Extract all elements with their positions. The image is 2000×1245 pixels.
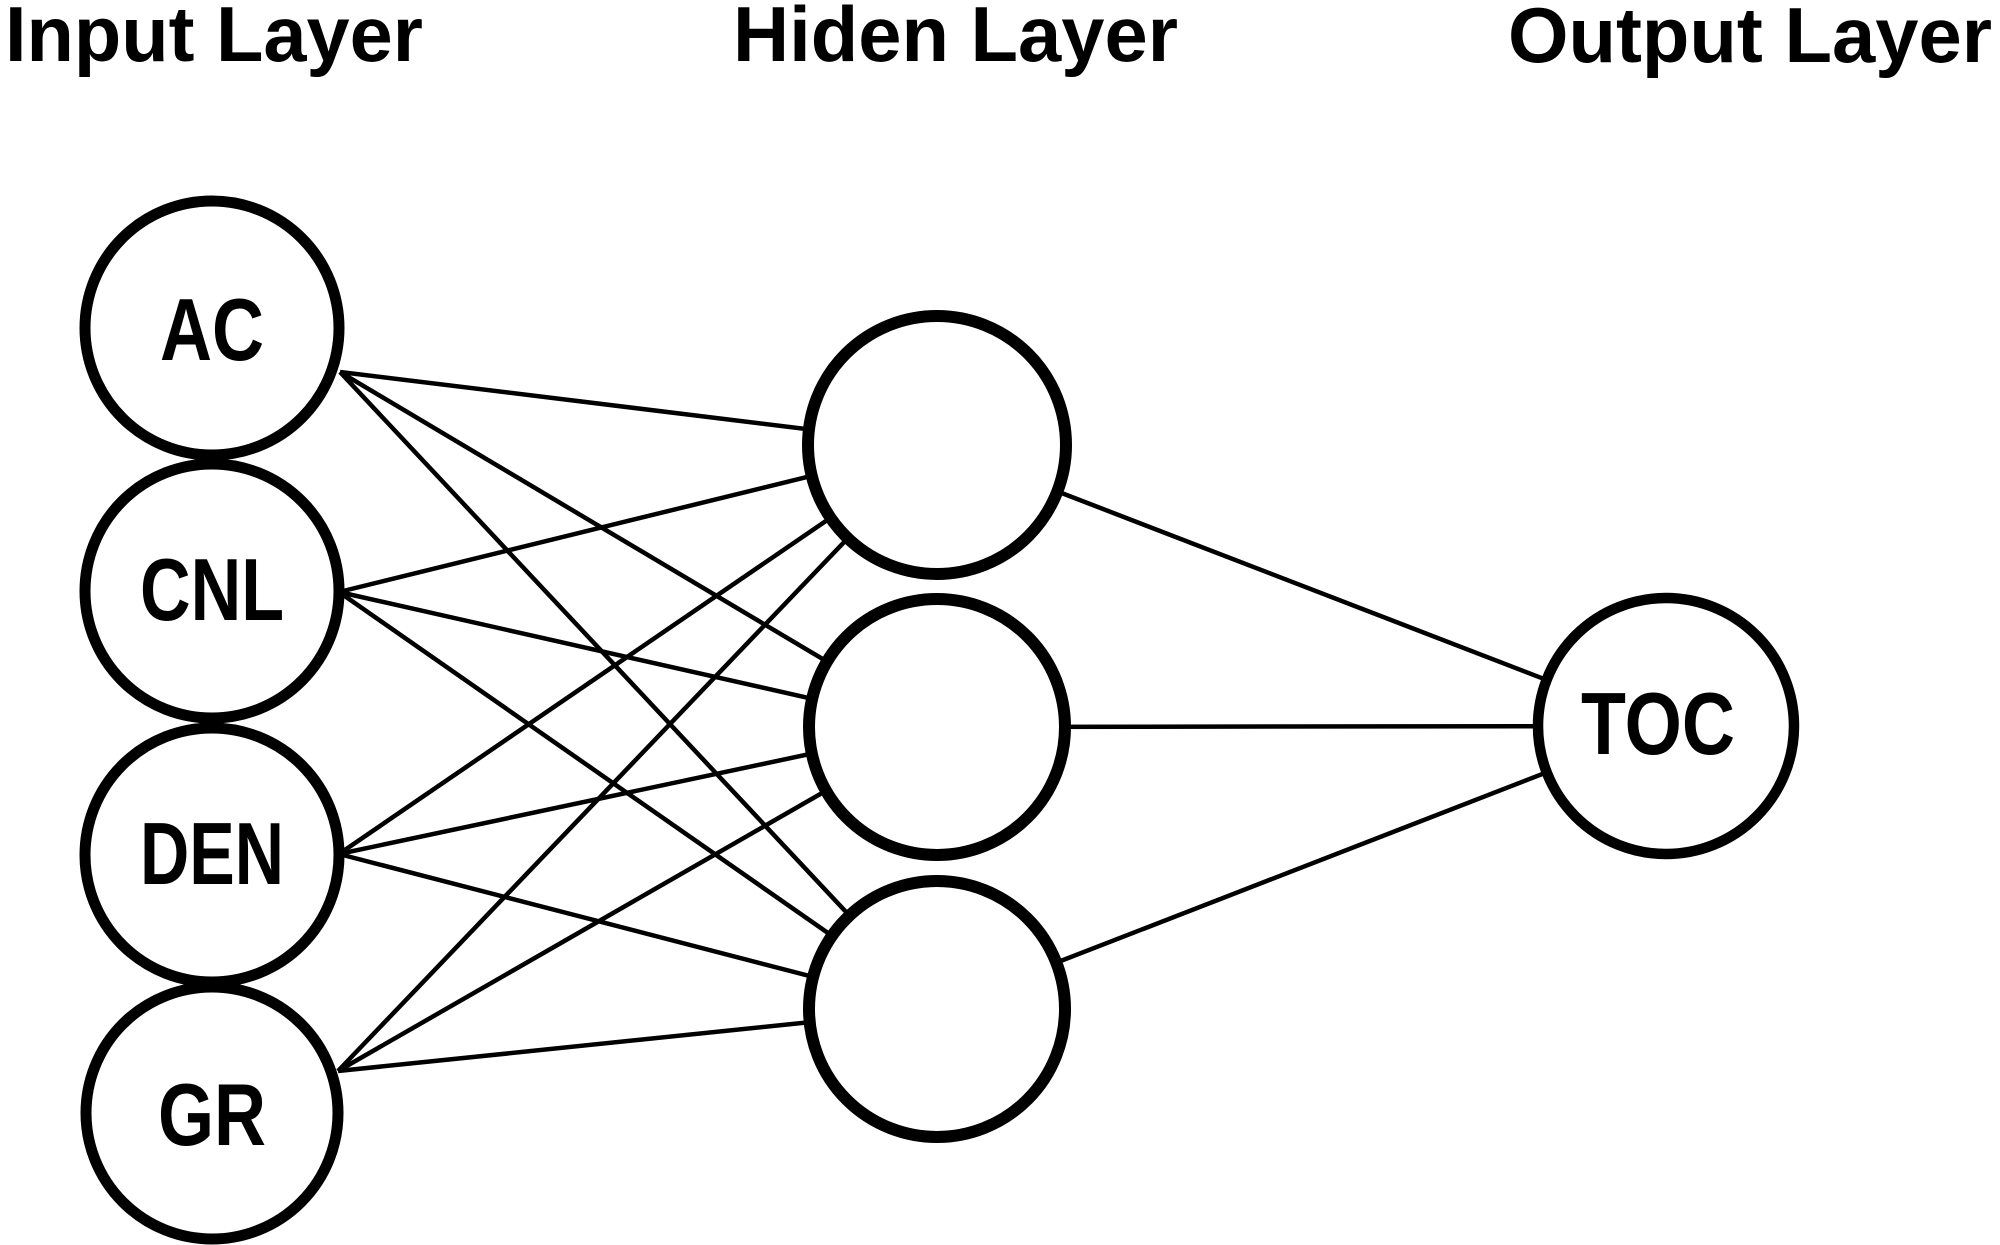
input-node-den-label: DEN	[140, 804, 284, 903]
hidden-node-1	[802, 310, 1072, 580]
edge-gr-h1	[336, 443, 939, 1073]
input-node-ac-label: AC	[160, 280, 264, 379]
input-node-gr	[80, 981, 344, 1245]
edge-ac-h3	[338, 370, 939, 1011]
input-node-cnl-label: CNL	[140, 540, 284, 639]
output-layer-title: Output Layer	[1508, 0, 1992, 79]
hidden-node-2	[803, 593, 1071, 861]
input-node-ac	[79, 195, 345, 461]
input-node-gr-label: GR	[158, 1065, 266, 1164]
layer-titles: Input Layer Hiden Layer Output Layer	[5, 0, 1992, 79]
edges-input-to-hidden	[336, 369, 939, 1074]
hidden-node-3	[803, 875, 1071, 1143]
nodes	[79, 195, 1800, 1245]
node-labels: AC CNL DEN GR TOC	[140, 280, 1735, 1164]
input-node-cnl	[79, 458, 345, 724]
output-node-toc	[1532, 592, 1800, 860]
output-node-toc-label: TOC	[1581, 674, 1735, 773]
hidden-layer-title: Hiden Layer	[733, 0, 1178, 78]
input-layer-title: Input Layer	[5, 0, 423, 78]
